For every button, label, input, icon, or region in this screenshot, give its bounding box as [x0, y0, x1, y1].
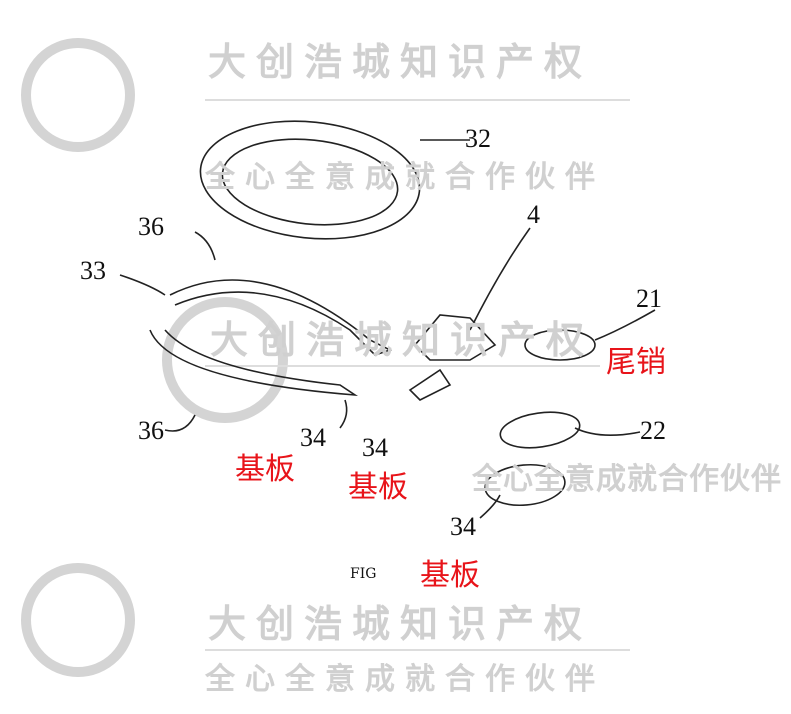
annotation-substrate: 基板 — [420, 558, 480, 593]
watermark-title: 大创浩城知识产权 — [208, 40, 593, 84]
label-21: 21 — [636, 284, 662, 313]
watermark-logo-icon — [21, 38, 288, 677]
label-34: 34 — [450, 512, 476, 541]
label-32: 32 — [465, 124, 491, 153]
label-4: 4 — [527, 200, 540, 229]
part-32-ring — [199, 120, 421, 240]
watermark-slogan: 全心全意成就合作伙伴 — [205, 662, 605, 697]
exploded-parts — [119, 120, 656, 519]
part-21 — [524, 329, 596, 361]
label-36: 36 — [138, 212, 164, 241]
annotation-substrate: 基板 — [348, 470, 408, 505]
watermark-title: 大创浩城知识产权 — [210, 318, 595, 362]
annotation-substrate: 基板 — [235, 452, 295, 487]
part-4-hinge — [413, 314, 497, 361]
label-36: 36 — [138, 416, 164, 445]
part-36-upper-arc — [169, 279, 393, 356]
part-22 — [499, 411, 581, 449]
figure-caption: FIG — [350, 566, 377, 582]
part-36-lower-arc — [149, 329, 359, 397]
annotation-tail-pin: 尾销 — [606, 345, 666, 380]
label-33: 33 — [80, 256, 106, 285]
watermark-lines — [205, 99, 630, 651]
label-34: 34 — [362, 433, 388, 462]
label-34: 34 — [300, 423, 326, 452]
watermark-slogan: 全心全意成就合作伙伴 — [205, 160, 605, 195]
label-22: 22 — [640, 416, 666, 445]
watermark-slogan: 全心全意成就合作伙伴 — [472, 462, 782, 497]
watermark-title: 大创浩城知识产权 — [208, 602, 593, 646]
part-34-disc — [484, 463, 566, 507]
